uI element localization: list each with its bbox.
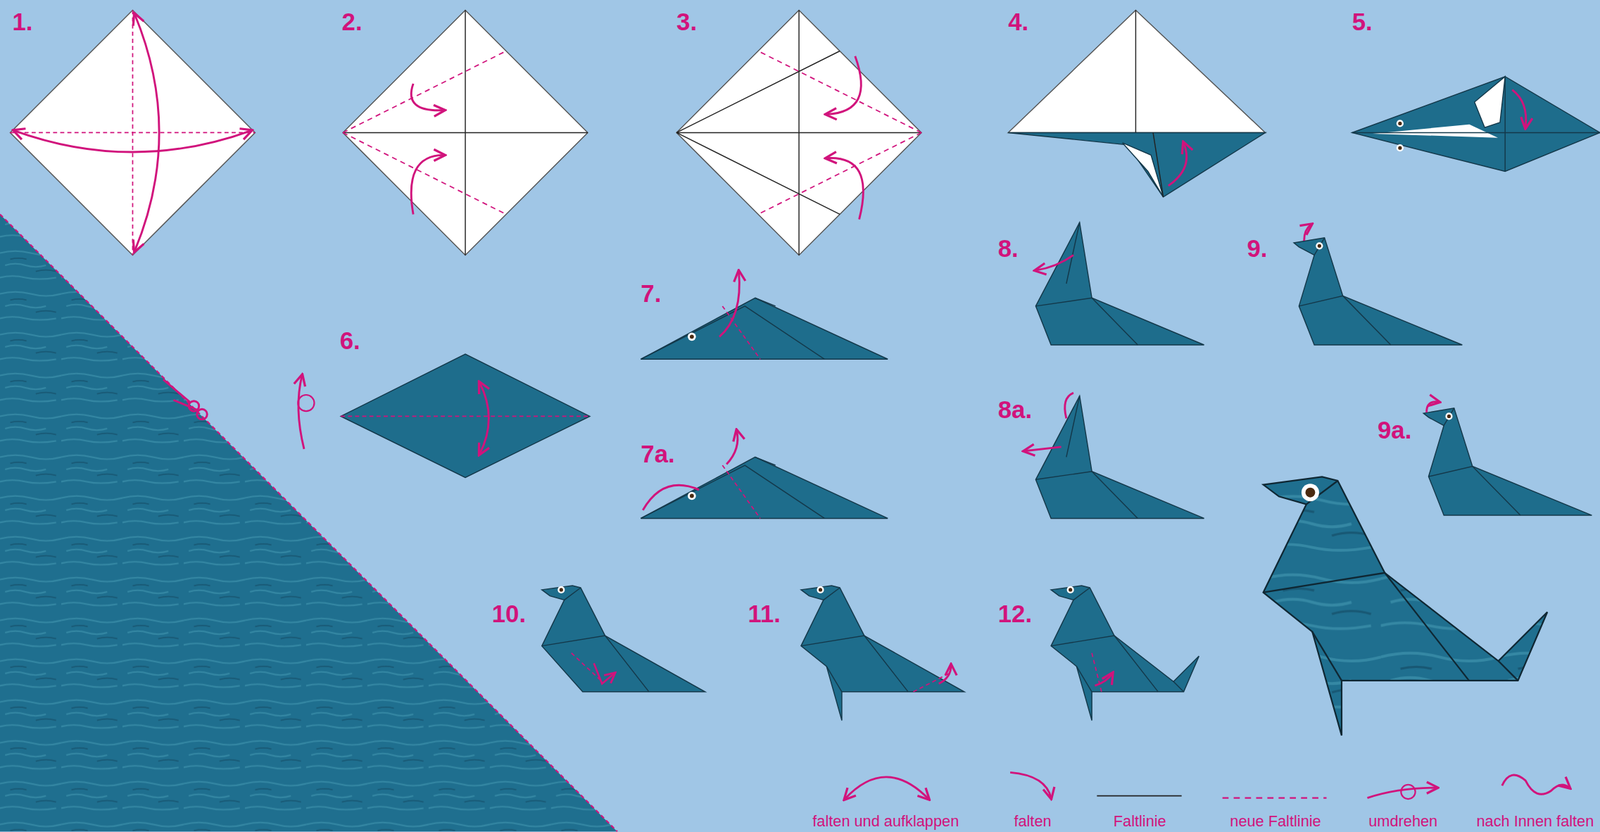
step-number: 4. bbox=[1008, 9, 1029, 35]
step-number: 11. bbox=[748, 601, 781, 627]
step-number: 7. bbox=[640, 281, 661, 307]
step-number: 8a. bbox=[998, 397, 1032, 423]
step-number: 2. bbox=[342, 9, 363, 35]
step-number: 5. bbox=[1352, 9, 1373, 35]
legend-text: falten und aufklappen bbox=[812, 813, 959, 829]
step-number: 12. bbox=[998, 601, 1032, 627]
step-number: 1. bbox=[11, 9, 33, 35]
legend-text: umdrehen bbox=[1368, 813, 1438, 829]
legend-text: Faltlinie bbox=[1113, 813, 1167, 829]
step-number: 7a. bbox=[640, 442, 675, 467]
step-number: 3. bbox=[676, 9, 697, 35]
step-number: 8. bbox=[998, 236, 1019, 262]
step-number: 9a. bbox=[1377, 418, 1412, 443]
legend-text: neue Faltlinie bbox=[1229, 813, 1321, 829]
legend-text: falten bbox=[1013, 813, 1051, 829]
step-number: 9. bbox=[1246, 236, 1268, 262]
step-number: 6. bbox=[339, 328, 361, 354]
step-number: 10. bbox=[492, 601, 526, 627]
legend-text: nach Innen falten bbox=[1476, 813, 1594, 829]
